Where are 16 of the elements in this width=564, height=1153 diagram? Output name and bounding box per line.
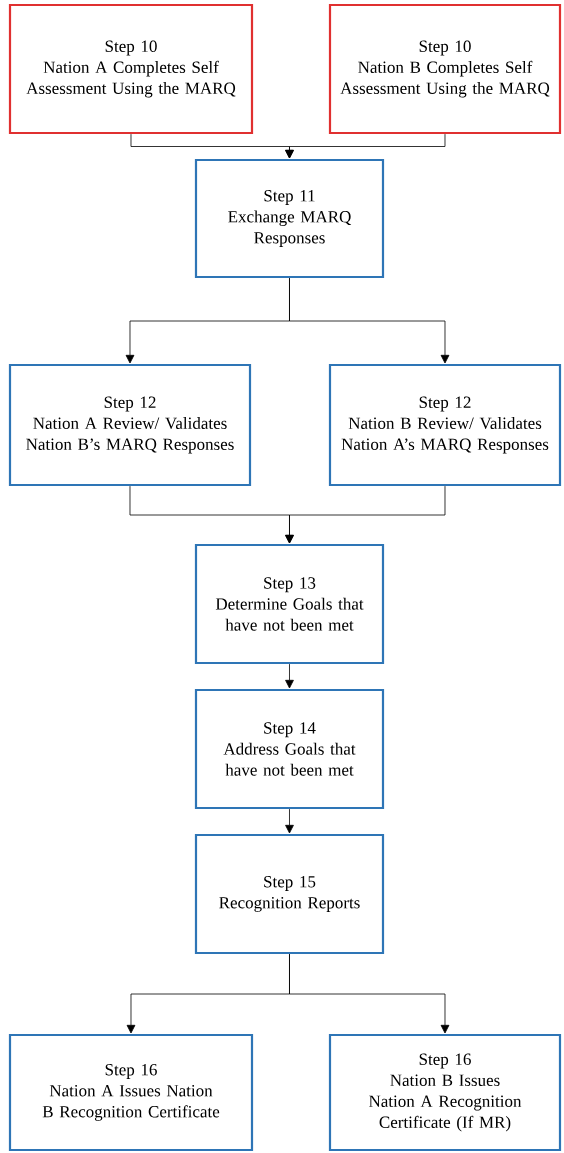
arrow [289, 953, 450, 1034]
process-box: Step 12 Nation A Review/ Validates Nation B’s MARQ Responses [8, 363, 252, 487]
arrow [285, 485, 446, 544]
process-box: Step 11 Exchange MARQ Responses [194, 158, 385, 279]
process-box: Step 15 Recognition Reports [194, 833, 385, 955]
process-box: Step 16 Nation A Issues Nation B Recognition Certificate [8, 1033, 254, 1152]
arrow [285, 133, 446, 159]
process-box: Step 16 Nation B Issues Nation A Recognition Certificate (If MR) [328, 1033, 562, 1152]
arrow [285, 663, 294, 689]
process-box: Step 12 Nation B Review/ Validates Nation A’s MARQ Responses [328, 363, 562, 487]
process-box: Step 10 Nation A Completes Self Assessment Using the MARQ [8, 3, 254, 135]
arrow [289, 277, 450, 364]
arrow [285, 808, 294, 834]
process-box: Step 13 Determine Goals that have not been met [194, 543, 385, 665]
process-box: Step 14 Address Goals that have not been met [194, 688, 385, 810]
process-box: Step 10 Nation B Completes Self Assessment Using the MARQ [328, 3, 562, 135]
